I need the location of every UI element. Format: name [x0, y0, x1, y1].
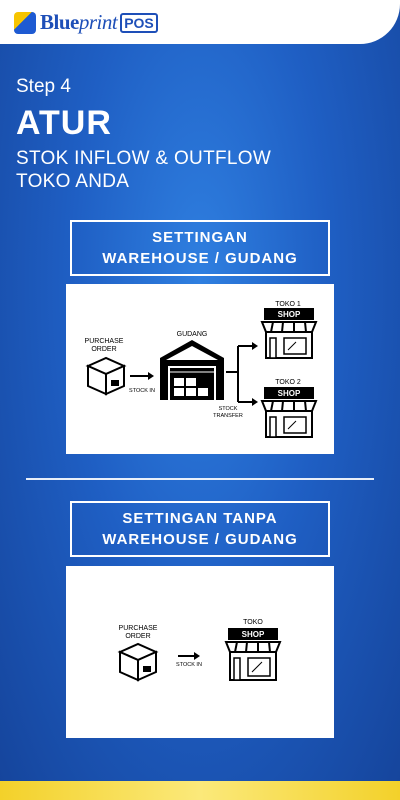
bottom-accent-strip: [0, 781, 400, 800]
purchase-order-label-2: ORDER: [125, 633, 150, 640]
toko-1-label: TOKO 1: [275, 301, 301, 308]
section-heading-line-2: WAREHOUSE / GUDANG: [102, 250, 298, 267]
purchase-order-label-2: ORDER: [91, 346, 116, 353]
logo-pos-badge: POS: [120, 12, 158, 33]
gudang-label: GUDANG: [177, 331, 208, 338]
logo-mark-icon: [14, 11, 36, 34]
purchase-order-label-1: PURCHASE: [119, 625, 158, 632]
shop-icon: SHOP: [224, 628, 282, 681]
shop-1-icon: SHOP: [260, 308, 318, 359]
page-title: ATUR: [16, 104, 112, 142]
toko-label: TOKO: [243, 619, 263, 626]
shop-sign-label: SHOP: [278, 389, 301, 398]
stock-transfer-label-1: STOCK: [219, 406, 238, 412]
blueprint-pos-logo: Blueprint POS: [14, 10, 158, 35]
shop-2-icon: SHOP: [260, 387, 318, 438]
arrow-right-icon: [178, 652, 200, 660]
section-heading-no-warehouse: SETTINGAN TANPA WAREHOUSE / GUDANG: [70, 501, 330, 557]
box-icon: [117, 642, 159, 682]
logo-wordmark: Blueprint: [40, 10, 118, 34]
arrow-right-icon: [252, 398, 258, 406]
stock-in-label: STOCK IN: [129, 388, 155, 394]
warehouse-flow-diagram: PURCHASE ORDER STOCK IN GUDANG: [66, 284, 334, 454]
direct-flow-diagram: PURCHASE ORDER STOCK IN TOKO SHOP: [66, 566, 334, 738]
section-heading-line-1: SETTINGAN TANPA: [122, 510, 278, 527]
header-bar: Blueprint POS: [0, 0, 400, 44]
section-heading-warehouse: SETTINGAN WAREHOUSE / GUDANG: [70, 220, 330, 276]
subtitle-line-2: TOKO ANDA: [16, 171, 130, 192]
arrow-right-icon: [130, 372, 154, 380]
section-heading-line-1: SETTINGAN: [152, 229, 248, 246]
branch-connector: [226, 345, 252, 403]
purchase-order-label-1: PURCHASE: [85, 338, 124, 345]
subtitle-line-1: STOK INFLOW & OUTFLOW: [16, 148, 272, 169]
section-divider: [26, 478, 374, 480]
step-label: Step 4: [16, 76, 71, 97]
shop-sign-label: SHOP: [242, 630, 265, 639]
warehouse-icon: [160, 340, 224, 400]
box-icon: [85, 356, 127, 396]
stock-in-label: STOCK IN: [176, 662, 202, 668]
toko-2-label: TOKO 2: [275, 379, 301, 386]
section-heading-line-2: WAREHOUSE / GUDANG: [102, 531, 298, 548]
stock-transfer-label-2: TRANSFER: [213, 413, 243, 419]
arrow-right-icon: [252, 342, 258, 350]
shop-sign-label: SHOP: [278, 310, 301, 319]
